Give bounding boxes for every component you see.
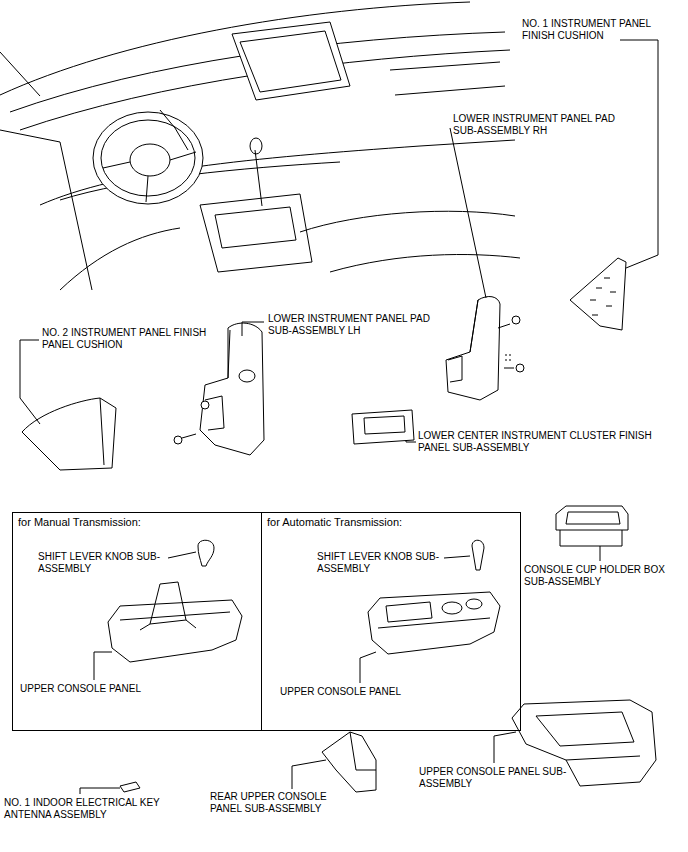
- part-name: REAR UPPER CONSOLE PANEL SUB-ASSEMBLY: [210, 791, 345, 815]
- manual-shift-knob: [198, 540, 214, 566]
- part-name: NO. 1 INDOOR ELECTRICAL KEY ANTENNA ASSE…: [4, 797, 169, 821]
- rear-upper-console-panel: [322, 732, 376, 792]
- finish-cushion-rh: [570, 258, 626, 330]
- part-name: CONSOLE CUP HOLDER BOX SUB-ASSEMBLY: [524, 564, 669, 588]
- part-name: LOWER CENTER INSTRUMENT CLUSTER FINISH P…: [418, 430, 668, 454]
- auto-upper-console-panel: [368, 592, 500, 654]
- manual-upper-console-panel: [108, 582, 242, 662]
- box-heading: for Manual Transmission:: [13, 513, 261, 532]
- box-heading: for Automatic Transmission:: [262, 513, 520, 532]
- transmission-variant-box: for Manual Transmission:: [12, 512, 262, 731]
- finish-panel-cushion-lh: [22, 398, 116, 470]
- part-name: NO. 1 INSTRUMENT PANEL FINISH CUSHION: [522, 18, 680, 42]
- lower-center-finish-panel: [352, 410, 414, 444]
- leader-lines: [20, 40, 658, 794]
- part-name: LOWER INSTRUMENT PANEL PAD SUB-ASSEMBLY …: [453, 113, 633, 137]
- lower-pad-rh: [446, 297, 524, 400]
- part-name: SHIFT LEVER KNOB SUB-ASSEMBLY: [38, 551, 163, 575]
- part-name: LOWER INSTRUMENT PANEL PAD SUB-ASSEMBLY …: [268, 313, 443, 337]
- auto-shift-knob: [472, 540, 484, 570]
- part-name: NO. 2 INSTRUMENT PANEL FINISH PANEL CUSH…: [42, 327, 212, 351]
- key-antenna: [120, 782, 140, 792]
- lower-pad-lh: [174, 323, 264, 455]
- cup-holder-box: [556, 506, 628, 546]
- dashboard-sketch: [0, 2, 520, 290]
- part-name: UPPER CONSOLE PANEL: [20, 683, 190, 695]
- transmission-variant-box: for Automatic Transmission:: [261, 512, 521, 731]
- part-name: UPPER CONSOLE PANEL: [280, 686, 450, 698]
- part-name: SHIFT LEVER KNOB SUB-ASSEMBLY: [317, 551, 442, 575]
- part-name: UPPER CONSOLE PANEL SUB-ASSEMBLY: [419, 766, 574, 790]
